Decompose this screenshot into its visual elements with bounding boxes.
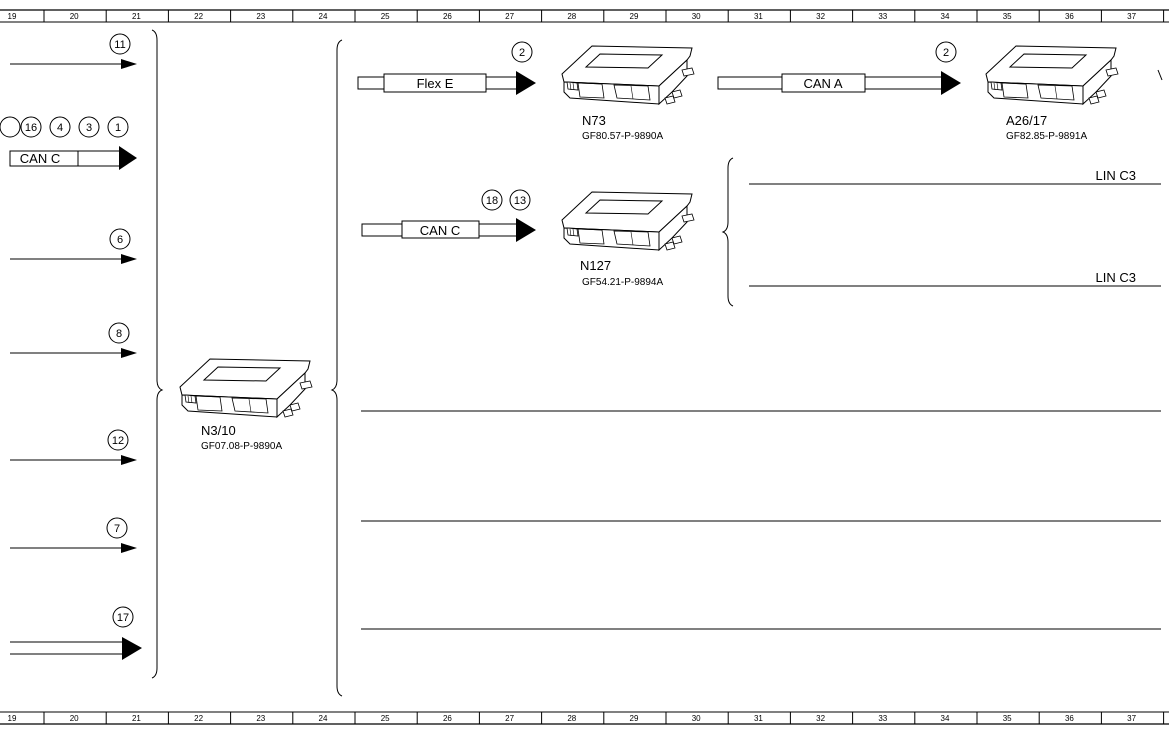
bottom-ruler-label-31: 31 — [754, 714, 763, 723]
lin-brace — [721, 157, 734, 307]
lin-label-1: LIN C3 — [1096, 168, 1136, 183]
top-ruler-label-21: 21 — [132, 12, 141, 21]
lin-line-2[interactable]: LIN C3 — [749, 270, 1161, 287]
bottom-ruler: 19 20 21 22 23 24 25 26 27 28 29 30 31 32 33 34 35 36 37 — [0, 711, 1169, 725]
bottom-ruler-label-28: 28 — [567, 714, 576, 723]
ecu-ref-n3-10: GF07.08-P-9890A — [201, 441, 282, 452]
bottom-ruler-label-19: 19 — [8, 714, 17, 723]
left-brace — [151, 29, 164, 679]
top-ruler-label-20: 20 — [70, 12, 79, 21]
bus-label-flex-e: Flex E — [417, 76, 454, 91]
circle-label-flex-e: 2 — [519, 47, 525, 59]
circle-label-1: 1 — [115, 122, 121, 134]
bottom-ruler-label-35: 35 — [1003, 714, 1012, 723]
bottom-ruler-label-37: 37 — [1127, 714, 1136, 723]
top-ruler-label-27: 27 — [505, 12, 514, 21]
top-ruler-label-26: 26 — [443, 12, 452, 21]
top-ruler-label-29: 29 — [630, 12, 639, 21]
middle-brace — [330, 39, 343, 697]
circle-label-13: 13 — [514, 195, 526, 207]
top-ruler-label-25: 25 — [381, 12, 390, 21]
bottom-ruler-label-29: 29 — [630, 714, 639, 723]
top-ruler-label-28: 28 — [567, 12, 576, 21]
bus-label-can-c-n127: CAN C — [420, 223, 460, 238]
top-ruler-label-34: 34 — [941, 12, 950, 21]
ecu-name-n3-10: N3/10 — [201, 423, 236, 438]
top-ruler-label-30: 30 — [692, 12, 701, 21]
circle-label-6: 6 — [117, 234, 123, 246]
top-ruler-label-36: 36 — [1065, 12, 1074, 21]
top-ruler-label-23: 23 — [256, 12, 265, 21]
input-line-6[interactable]: 6 — [10, 228, 137, 264]
circle-label-4: 4 — [57, 122, 63, 134]
circle-label-17: 17 — [117, 612, 129, 624]
circle-label-12: 12 — [112, 435, 124, 447]
ecu-ref-n127: GF54.21-P-9894A — [582, 277, 663, 288]
ecu-n127[interactable]: N127 GF54.21-P-9894A — [561, 191, 695, 288]
bottom-ruler-label-20: 20 — [70, 714, 79, 723]
input-line-7[interactable]: 7 — [10, 517, 137, 553]
bottom-ruler-label-33: 33 — [878, 714, 887, 723]
ecu-ref-a26-17: GF82.85-P-9891A — [1006, 131, 1087, 142]
circle-label-8: 8 — [116, 328, 122, 340]
input-line-17[interactable]: 17 — [10, 606, 142, 660]
bus-label-can-c-left: CAN C — [20, 151, 60, 166]
top-ruler-label-32: 32 — [816, 12, 825, 21]
input-line-12[interactable]: 12 — [10, 429, 137, 465]
left-inputs: 11 16 4 3 1 CAN C 6 — [0, 33, 142, 660]
ecu-name-n73: N73 — [582, 113, 606, 128]
ecu-a26-17[interactable]: A26/17 GF82.85-P-9891A — [985, 45, 1119, 142]
bottom-ruler-label-30: 30 — [692, 714, 701, 723]
lin-label-2: LIN C3 — [1096, 270, 1136, 285]
bottom-ruler-label-36: 36 — [1065, 714, 1074, 723]
bus-can-c-n127[interactable]: CAN C 18 13 — [361, 189, 536, 242]
bottom-ruler-label-25: 25 — [381, 714, 390, 723]
bottom-ruler-label-23: 23 — [256, 714, 265, 723]
right-edge-arrow-stub — [1157, 69, 1163, 81]
top-ruler-label-24: 24 — [319, 12, 328, 21]
ecu-name-n127: N127 — [580, 258, 611, 273]
bottom-ruler-label-26: 26 — [443, 714, 452, 723]
top-ruler-label-31: 31 — [754, 12, 763, 21]
bus-label-can-a: CAN A — [803, 76, 842, 91]
ecu-name-a26-17: A26/17 — [1006, 113, 1047, 128]
input-line-8[interactable]: 8 — [10, 322, 137, 358]
input-line-11[interactable]: 11 — [10, 33, 137, 69]
circle-label-16: 16 — [25, 122, 37, 134]
bottom-ruler-label-34: 34 — [941, 714, 950, 723]
circle-label-18: 18 — [486, 195, 498, 207]
input-bus-can-c[interactable]: 16 4 3 1 CAN C — [0, 116, 137, 170]
top-ruler-label-35: 35 — [1003, 12, 1012, 21]
bus-flex-e[interactable]: Flex E 2 — [357, 41, 536, 95]
ecu-n73[interactable]: N73 GF80.57-P-9890A — [561, 45, 695, 142]
ecu-ref-n73: GF80.57-P-9890A — [582, 131, 663, 142]
bottom-ruler-label-27: 27 — [505, 714, 514, 723]
top-ruler-label-19: 19 — [8, 12, 17, 21]
bottom-ruler-label-24: 24 — [319, 714, 328, 723]
circle-label-3: 3 — [86, 122, 92, 134]
top-ruler-label-22: 22 — [194, 12, 203, 21]
lin-line-1[interactable]: LIN C3 — [749, 168, 1161, 185]
bottom-ruler-label-32: 32 — [816, 714, 825, 723]
top-ruler-label-37: 37 — [1127, 12, 1136, 21]
ecu-n3-10[interactable]: N3/10 GF07.08-P-9890A — [179, 358, 313, 452]
top-ruler-label-33: 33 — [878, 12, 887, 21]
circle-label-11: 11 — [114, 39, 125, 51]
bottom-ruler-label-21: 21 — [132, 714, 141, 723]
circle-label-can-a: 2 — [943, 47, 949, 59]
top-ruler: 19 20 21 22 23 24 25 26 27 28 29 30 31 32 33 34 35 36 37 — [0, 9, 1169, 23]
bottom-ruler-label-22: 22 — [194, 714, 203, 723]
circle-label-7: 7 — [114, 523, 120, 535]
bus-can-a[interactable]: CAN A 2 — [717, 41, 961, 95]
